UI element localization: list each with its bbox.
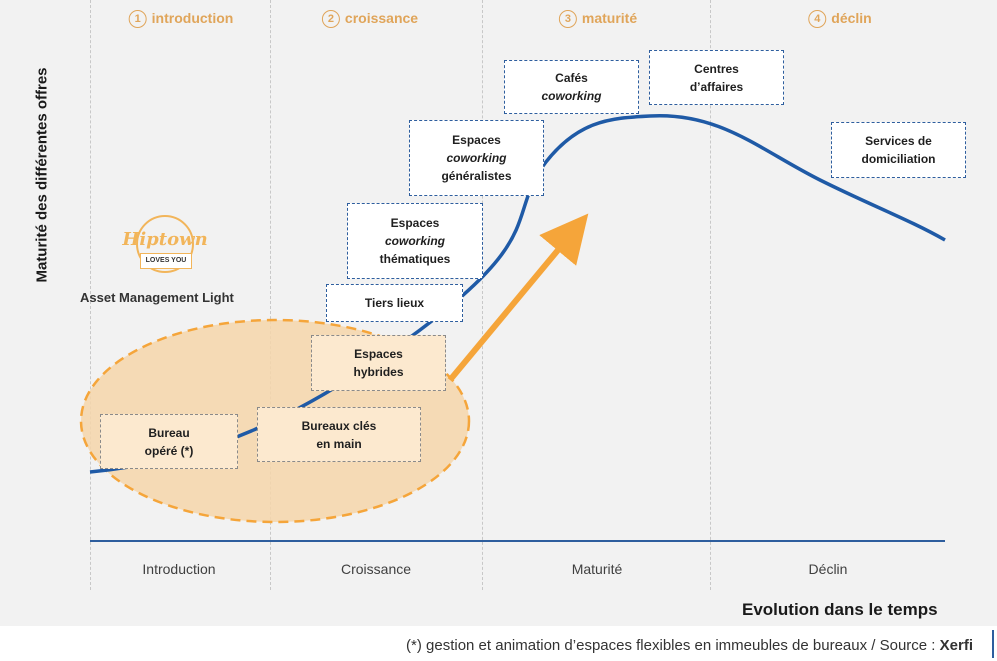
- offer-tiers-lieux: Tiers lieux: [326, 284, 463, 322]
- growth-arrow: [447, 213, 589, 382]
- lifecycle-diagram: [79, 114, 946, 524]
- y-axis-title: Maturité des différentes offres: [33, 67, 51, 283]
- offer-line: hybrides: [353, 365, 404, 379]
- phase-label-croissance: Croissance: [340, 561, 412, 577]
- phase-heading-label: introduction: [151, 10, 234, 26]
- offer-line: Espaces: [354, 347, 403, 361]
- phase-label-declin: Déclin: [808, 561, 848, 577]
- offer-line: Espaces: [452, 133, 501, 147]
- phase-divider: [710, 0, 711, 590]
- offer-line: généralistes: [441, 169, 512, 183]
- offer-line: domiciliation: [861, 152, 936, 166]
- offer-line: Bureaux clés: [301, 418, 377, 433]
- diagram-panel: [0, 0, 997, 626]
- logo-wordmark: Hiptown: [122, 229, 208, 250]
- offer-line: opéré (*): [144, 443, 194, 458]
- offer-centres-affaires: Centres d’affaires: [649, 50, 784, 105]
- phase-divider: [270, 0, 271, 590]
- phase-number: 3: [558, 10, 577, 28]
- offer-line: coworking: [446, 151, 507, 165]
- phase-heading-label: croissance: [344, 10, 419, 26]
- phase-heading-label: maturité: [581, 10, 638, 26]
- phase-number: 4: [808, 10, 827, 28]
- offer-line: thématiques: [379, 252, 451, 266]
- logo-tagline: LOVES YOU: [140, 253, 192, 269]
- offer-cafes-coworking: Cafés coworking: [504, 60, 639, 114]
- offer-line: coworking: [384, 234, 445, 248]
- logo-caption: Asset Management Light: [80, 290, 234, 305]
- offer-bureaux-cles-en-main: Bureaux clés en main: [257, 407, 421, 462]
- offer-line: Tiers lieux: [364, 296, 425, 310]
- offer-bureau-opere: Bureau opéré (*): [100, 414, 238, 469]
- offer-line: d’affaires: [689, 79, 744, 94]
- offer-line: en main: [316, 436, 362, 451]
- offer-line: Espaces: [390, 216, 440, 230]
- time-axis-line: [90, 540, 945, 542]
- phase-heading-label: déclin: [831, 10, 872, 26]
- phase-label-maturite: Maturité: [571, 561, 623, 577]
- hiptown-logo: Hiptown LOVES YOU: [120, 215, 210, 285]
- offer-services-domiciliation: Services de domiciliation: [831, 122, 966, 178]
- x-axis-title: Evolution dans le temps: [742, 600, 938, 619]
- logo-ring: [136, 215, 194, 273]
- phase-number: 2: [321, 10, 340, 28]
- offer-line: Services de: [865, 134, 932, 148]
- phase-number: 1: [128, 10, 147, 28]
- footnote-accent-bar: [992, 630, 994, 658]
- phase-divider: [90, 0, 91, 590]
- phase-divider: [482, 0, 483, 590]
- offer-espaces-coworking-generalistes: Espaces coworking généralistes: [409, 120, 544, 196]
- offer-line: Cafés: [555, 71, 588, 85]
- offer-line: coworking: [541, 89, 602, 103]
- footnote-source: Xerfi: [939, 637, 973, 654]
- footnote: (*) gestion et animation d’espaces flexi…: [406, 637, 973, 654]
- offer-line: Centres: [694, 61, 739, 76]
- phase-label-introduction: Introduction: [142, 561, 216, 577]
- offer-espaces-coworking-thematiques: Espaces coworking thématiques: [347, 203, 483, 279]
- offer-espaces-hybrides: Espaces hybrides: [311, 335, 446, 391]
- offer-line: Bureau: [148, 425, 190, 440]
- footnote-text: (*) gestion et animation d’espaces flexi…: [406, 637, 940, 654]
